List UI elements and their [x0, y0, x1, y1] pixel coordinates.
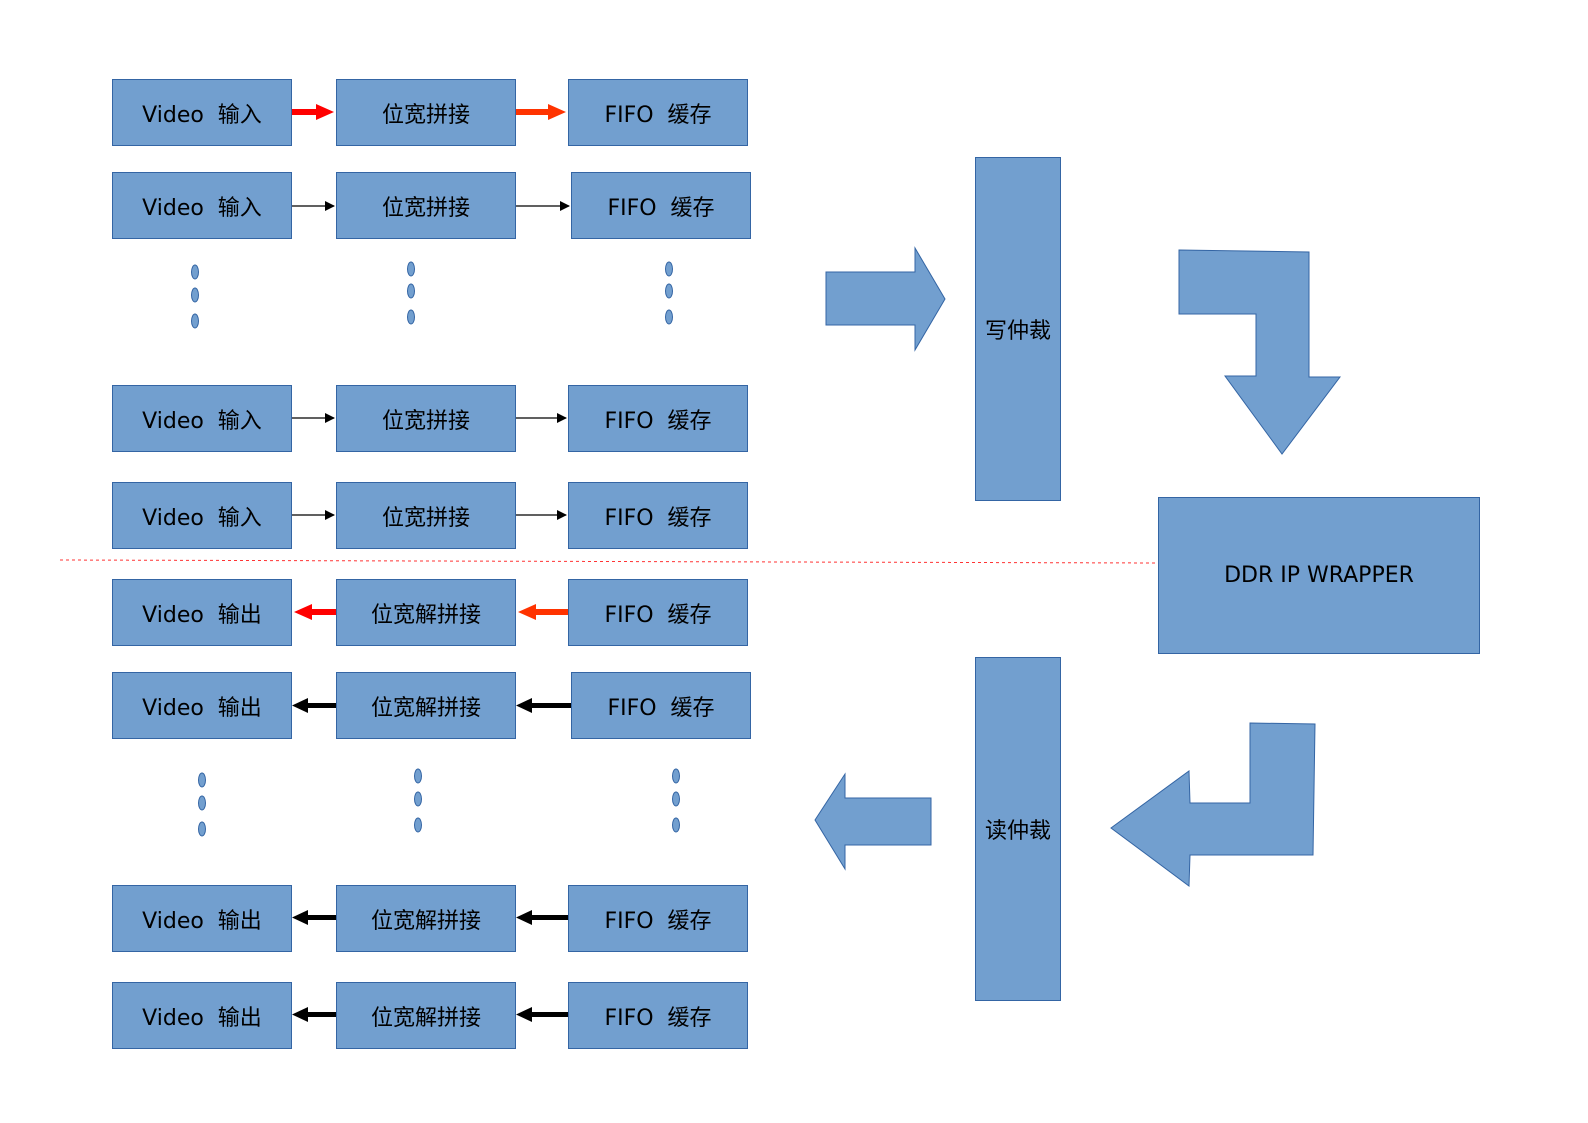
arrow-left-icon — [516, 910, 568, 925]
read-fifo-box-3: FIFO 缓存 — [568, 885, 748, 952]
arrow-left-icon — [292, 910, 336, 925]
write-fifo-box-3: FIFO 缓存 — [568, 385, 748, 452]
fifo-label: FIFO 缓存 — [604, 505, 712, 531]
red-arrow-right — [516, 104, 566, 120]
fifo-label: FIFO 缓存 — [604, 102, 712, 128]
arrow-left-icon — [292, 698, 336, 713]
width-concat-label: 位宽拼接 — [381, 408, 470, 434]
arrow-left-icon — [516, 698, 571, 713]
video-output-label: Video 输出 — [142, 695, 262, 721]
red-arrow-left — [518, 604, 568, 620]
fifo-label: FIFO 缓存 — [607, 695, 715, 721]
video-output-box-3: Video 输出 — [112, 885, 292, 952]
write-read-divider — [59, 559, 1156, 564]
read-arbiter-box: 读仲裁 — [975, 657, 1061, 1001]
vertical-ellipsis-icon — [198, 772, 206, 837]
write-fifo-box-2: FIFO 缓存 — [571, 172, 751, 239]
width-concat-label: 位宽拼接 — [381, 102, 470, 128]
fifo-label: FIFO 缓存 — [604, 908, 712, 934]
block-arrow-bent-left — [1110, 722, 1316, 887]
fifo-label: FIFO 缓存 — [607, 195, 715, 221]
fifo-label: FIFO 缓存 — [604, 602, 712, 628]
video-output-box-4: Video 输出 — [112, 982, 292, 1049]
width-concat-label: 位宽拼接 — [381, 195, 470, 221]
video-input-box-4: Video 输入 — [112, 482, 292, 549]
read-arbiter-label: 读仲裁 — [984, 819, 1051, 844]
width-deconcat-box-3: 位宽解拼接 — [336, 885, 516, 952]
video-output-box-1: Video 输出 — [112, 579, 292, 646]
read-fifo-box-4: FIFO 缓存 — [568, 982, 748, 1049]
block-arrow-bent-down — [1178, 249, 1342, 455]
ddr-ip-wrapper-label: DDR IP WRAPPER — [1224, 563, 1414, 588]
fifo-label: FIFO 缓存 — [604, 1005, 712, 1031]
video-output-label: Video 输出 — [142, 1005, 262, 1031]
width-concat-box-3: 位宽拼接 — [336, 385, 516, 452]
width-deconcat-box-1: 位宽解拼接 — [336, 579, 516, 646]
video-input-label: Video 输入 — [142, 195, 262, 221]
block-arrow-left — [814, 772, 932, 871]
vertical-ellipsis-icon — [191, 264, 199, 329]
width-deconcat-label: 位宽解拼接 — [370, 908, 481, 934]
arrow-left-icon — [292, 1007, 336, 1022]
video-output-label: Video 输出 — [142, 602, 262, 628]
fifo-label: FIFO 缓存 — [604, 408, 712, 434]
video-input-box-3: Video 输入 — [112, 385, 292, 452]
width-deconcat-box-4: 位宽解拼接 — [336, 982, 516, 1049]
vertical-ellipsis-icon — [414, 768, 422, 833]
width-concat-box-1: 位宽拼接 — [336, 79, 516, 146]
red-arrow-right — [292, 104, 334, 120]
width-concat-box-2: 位宽拼接 — [336, 172, 516, 239]
video-output-box-2: Video 输出 — [112, 672, 292, 739]
red-arrow-left — [294, 604, 336, 620]
video-input-label: Video 输入 — [142, 102, 262, 128]
video-input-label: Video 输入 — [142, 408, 262, 434]
video-output-label: Video 输出 — [142, 908, 262, 934]
width-deconcat-label: 位宽解拼接 — [370, 1005, 481, 1031]
write-fifo-box-1: FIFO 缓存 — [568, 79, 748, 146]
read-fifo-box-2: FIFO 缓存 — [571, 672, 751, 739]
read-fifo-box-1: FIFO 缓存 — [568, 579, 748, 646]
vertical-ellipsis-icon — [407, 261, 415, 325]
vertical-ellipsis-icon — [672, 768, 680, 833]
width-deconcat-box-2: 位宽解拼接 — [336, 672, 516, 739]
width-deconcat-label: 位宽解拼接 — [370, 695, 481, 721]
vertical-ellipsis-icon — [665, 261, 673, 325]
write-fifo-box-4: FIFO 缓存 — [568, 482, 748, 549]
arrow-left-icon — [516, 1007, 568, 1022]
write-arbiter-box: 写仲裁 — [975, 157, 1061, 501]
width-concat-label: 位宽拼接 — [381, 505, 470, 531]
width-deconcat-label: 位宽解拼接 — [370, 602, 481, 628]
video-input-label: Video 输入 — [142, 505, 262, 531]
block-arrow-right — [825, 246, 946, 352]
width-concat-box-4: 位宽拼接 — [336, 482, 516, 549]
video-input-box-1: Video 输入 — [112, 79, 292, 146]
video-input-box-2: Video 输入 — [112, 172, 292, 239]
ddr-ip-wrapper-box: DDR IP WRAPPER — [1158, 497, 1480, 654]
write-arbiter-label: 写仲裁 — [984, 319, 1051, 344]
